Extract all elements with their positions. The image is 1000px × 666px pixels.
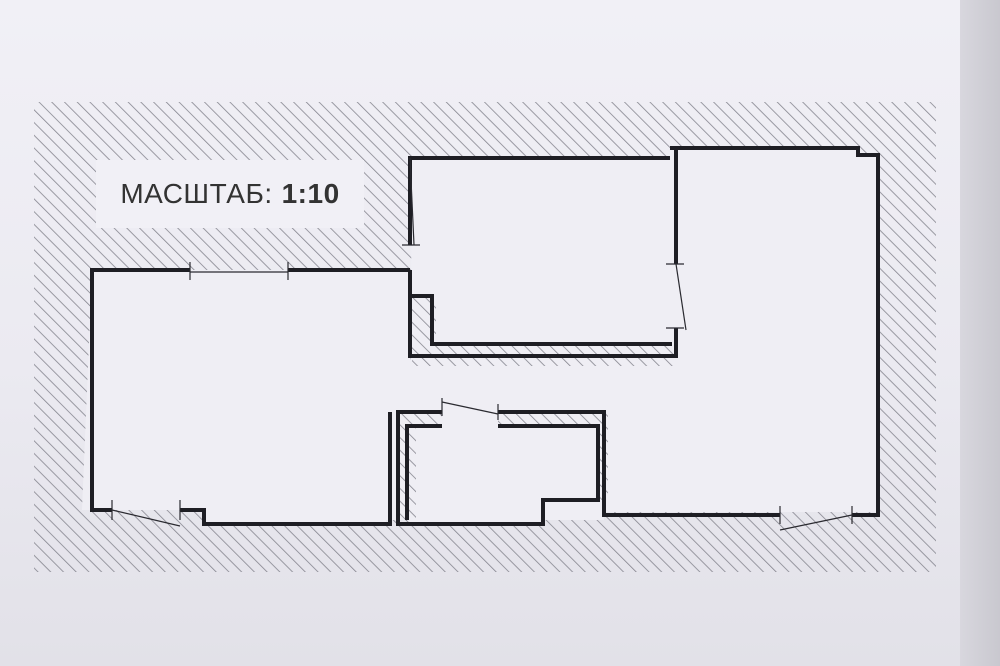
small-room-inner-wall bbox=[405, 424, 442, 520]
paper-edge bbox=[960, 0, 1000, 666]
door-bottom-left bbox=[111, 509, 181, 527]
right-room-wall bbox=[670, 146, 880, 517]
scale-caption: МАСШТАБ: bbox=[120, 178, 273, 209]
left-room-wall bbox=[90, 268, 190, 512]
walls bbox=[90, 146, 880, 526]
scale-label: МАСШТАБ: 1:10 bbox=[96, 160, 364, 228]
door-upper-left bbox=[409, 157, 415, 246]
room-interiors bbox=[82, 148, 880, 526]
door-upper-right bbox=[675, 263, 687, 331]
scale-ratio: 1:10 bbox=[281, 178, 340, 209]
door-symbols bbox=[111, 157, 853, 531]
upper-room-interior bbox=[410, 148, 880, 512]
door-bottom-right bbox=[779, 514, 853, 531]
small-room-wall bbox=[396, 410, 600, 526]
upper-room-inner-wall bbox=[408, 270, 678, 358]
right-room-bottom-wall bbox=[498, 410, 780, 517]
left-room-bottom-wall bbox=[180, 412, 392, 526]
door-small-room bbox=[441, 401, 499, 415]
upper-room-notch bbox=[412, 294, 672, 346]
